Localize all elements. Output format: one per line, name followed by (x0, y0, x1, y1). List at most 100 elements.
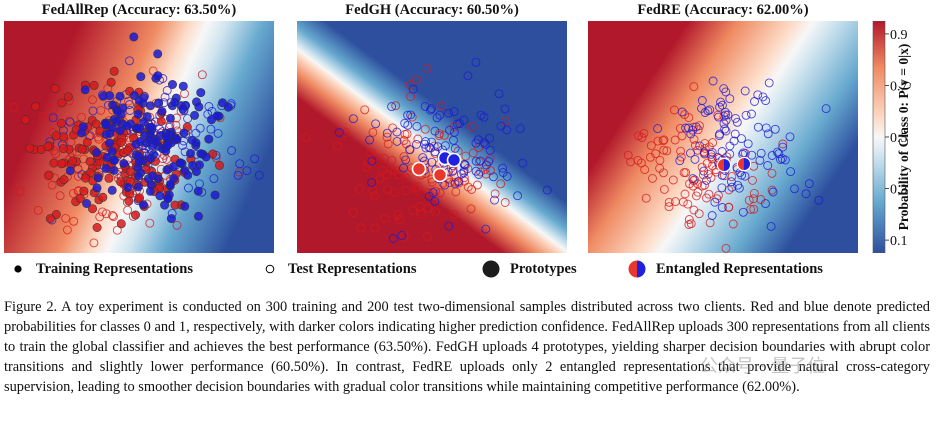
training-point (104, 173, 114, 183)
training-point (92, 223, 102, 233)
test-point (479, 112, 489, 122)
training-point (178, 104, 188, 114)
training-point (58, 144, 68, 154)
test-point (439, 130, 449, 140)
test-point (690, 154, 700, 164)
test-point (468, 148, 478, 158)
test-point (725, 141, 735, 151)
test-point (728, 219, 738, 229)
test-point (659, 145, 669, 155)
training-point (135, 193, 145, 203)
training-point (119, 159, 129, 169)
test-point (455, 119, 465, 129)
test-point (387, 155, 397, 165)
panel-title-fedallrep: FedAllRep (Accuracy: 63.50%) (41, 2, 237, 18)
test-point (693, 187, 703, 197)
test-point (698, 170, 708, 180)
training-point (147, 141, 157, 151)
test-point (88, 106, 98, 116)
panel-fedallrep (4, 21, 274, 253)
training-point (25, 143, 35, 153)
test-point (684, 215, 694, 224)
training-point (163, 193, 173, 203)
training-point (190, 110, 200, 120)
training-point (109, 165, 119, 175)
test-point (426, 105, 435, 115)
test-point (686, 129, 696, 139)
test-point (480, 164, 490, 174)
test-point (416, 209, 426, 219)
test-point (160, 92, 170, 102)
test-point (62, 225, 72, 235)
test-point (485, 145, 495, 155)
test-point (749, 188, 759, 198)
test-point (76, 112, 86, 122)
panel-fedgh (297, 21, 567, 253)
training-point (215, 160, 225, 170)
test-point (440, 141, 450, 151)
test-point (761, 123, 771, 133)
test-point (172, 220, 182, 230)
test-point (15, 186, 25, 196)
training-point (204, 134, 214, 144)
test-point (717, 147, 727, 156)
training-point (77, 144, 87, 154)
training-point (136, 72, 146, 82)
training-point (115, 126, 125, 136)
test-point (518, 158, 528, 168)
test-point (761, 96, 771, 106)
training-point (112, 116, 122, 126)
test-point (383, 139, 393, 149)
test-point (435, 188, 445, 198)
test-point (476, 110, 486, 120)
test-point (145, 218, 155, 228)
test-point (670, 197, 680, 207)
training-point (183, 170, 193, 180)
test-point (690, 141, 700, 150)
training-point (162, 132, 172, 142)
prototype-point (432, 167, 448, 183)
test-point (430, 196, 440, 206)
training-point (194, 102, 204, 112)
test-point (97, 207, 107, 217)
legend-training: Training Representations (10, 258, 240, 280)
test-point (639, 128, 649, 138)
test-point (368, 127, 378, 137)
training-point (116, 137, 126, 147)
test-point (766, 221, 776, 231)
training-point (44, 170, 54, 180)
colorbar-plot: 0.90.70.50.30.1 (872, 20, 908, 254)
test-point (785, 132, 795, 142)
test-point (420, 139, 430, 149)
training-point (92, 148, 102, 158)
test-point (400, 118, 410, 128)
test-point (664, 202, 674, 212)
test-point (770, 124, 780, 134)
test-point (9, 103, 19, 113)
test-point (767, 151, 777, 160)
prototype-dot-icon (482, 260, 500, 278)
test-point (471, 166, 481, 176)
test-point (108, 211, 117, 220)
test-point (89, 238, 99, 248)
test-point (747, 109, 756, 119)
test-point (227, 146, 237, 155)
test-point (767, 168, 777, 178)
test-point (366, 148, 376, 157)
test-point (360, 105, 370, 115)
test-point (727, 172, 737, 182)
test-point (348, 114, 358, 124)
test-point (405, 145, 415, 155)
test-point (467, 185, 477, 194)
test-point (740, 86, 750, 96)
legend: Training Representations Test Representa… (0, 256, 936, 282)
test-point (776, 155, 785, 164)
training-point (201, 152, 211, 162)
test-point (55, 191, 65, 201)
test-point (421, 143, 431, 153)
test-point (743, 139, 753, 149)
test-point (706, 149, 716, 159)
training-point (68, 156, 78, 166)
test-point (389, 187, 399, 197)
test-point (378, 165, 388, 175)
